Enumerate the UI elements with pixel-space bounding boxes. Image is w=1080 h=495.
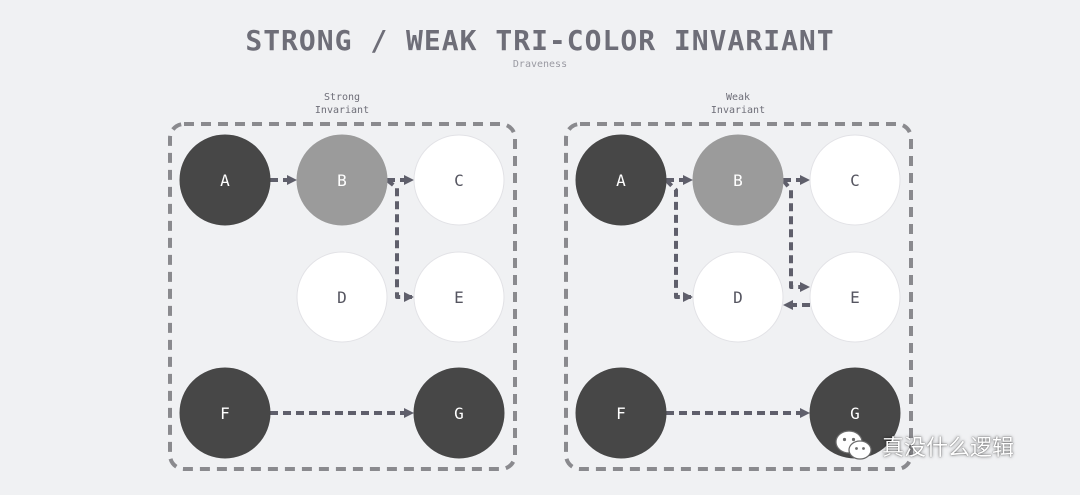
weak-edge-b-e bbox=[781, 178, 810, 292]
weak-node-e: E bbox=[809, 251, 901, 343]
watermark: 真没什么逻辑 bbox=[834, 426, 1014, 466]
strong-label-line1: Strong bbox=[323, 92, 361, 103]
node-label: F bbox=[220, 404, 230, 423]
strong-node-b: B bbox=[296, 134, 388, 226]
node-label: B bbox=[733, 171, 743, 190]
weak-node-c: C bbox=[809, 134, 901, 226]
strong-node-f: F bbox=[179, 367, 271, 459]
node-label: F bbox=[616, 404, 626, 423]
node-circle bbox=[692, 251, 784, 343]
weak-invariant-frame bbox=[564, 122, 913, 471]
weak-label-line1: Weak bbox=[725, 92, 751, 103]
node-label: A bbox=[220, 171, 230, 190]
node-circle bbox=[296, 134, 388, 226]
strong-invariant-frame bbox=[168, 122, 517, 471]
node-label: C bbox=[850, 171, 860, 190]
node-label: D bbox=[337, 288, 347, 307]
strong-node-c: C bbox=[413, 134, 505, 226]
node-circle bbox=[413, 134, 505, 226]
node-label: A bbox=[616, 171, 626, 190]
node-circle bbox=[575, 367, 667, 459]
node-label: G bbox=[454, 404, 464, 423]
weak-node-d: D bbox=[692, 251, 784, 343]
strong-node-a: A bbox=[179, 134, 271, 226]
node-label: B bbox=[337, 171, 347, 190]
weak-node-a: A bbox=[575, 134, 667, 226]
diagram-title: STRONG / WEAK TRI-COLOR INVARIANT bbox=[245, 24, 835, 57]
node-circle bbox=[179, 367, 271, 459]
node-circle bbox=[413, 251, 505, 343]
weak-node-f: F bbox=[575, 367, 667, 459]
weak-invariant-label: Weak Invariant bbox=[678, 91, 798, 117]
node-circle bbox=[809, 251, 901, 343]
node-label: D bbox=[733, 288, 743, 307]
strong-node-e: E bbox=[413, 251, 505, 343]
node-circle bbox=[692, 134, 784, 226]
weak-edge-a-d bbox=[664, 178, 693, 302]
strong-edge-b-e bbox=[385, 178, 414, 302]
weak-node-b: B bbox=[692, 134, 784, 226]
node-circle bbox=[809, 134, 901, 226]
strong-invariant-label: Strong Invariant bbox=[282, 91, 402, 117]
node-circle bbox=[413, 367, 505, 459]
wechat-icon bbox=[835, 430, 872, 460]
strong-node-g: G bbox=[413, 367, 505, 459]
weak-label-line2: Invariant bbox=[710, 105, 766, 116]
node-circle bbox=[575, 134, 667, 226]
watermark-text: 真没什么逻辑 bbox=[882, 436, 1015, 461]
node-label: G bbox=[850, 404, 860, 423]
node-circle bbox=[296, 251, 388, 343]
node-label: E bbox=[850, 288, 860, 307]
strong-node-d: D bbox=[296, 251, 388, 343]
node-label: E bbox=[454, 288, 464, 307]
diagram-subtitle: Draveness bbox=[512, 59, 568, 70]
node-label: C bbox=[454, 171, 464, 190]
strong-label-line2: Invariant bbox=[314, 105, 370, 116]
node-circle bbox=[179, 134, 271, 226]
